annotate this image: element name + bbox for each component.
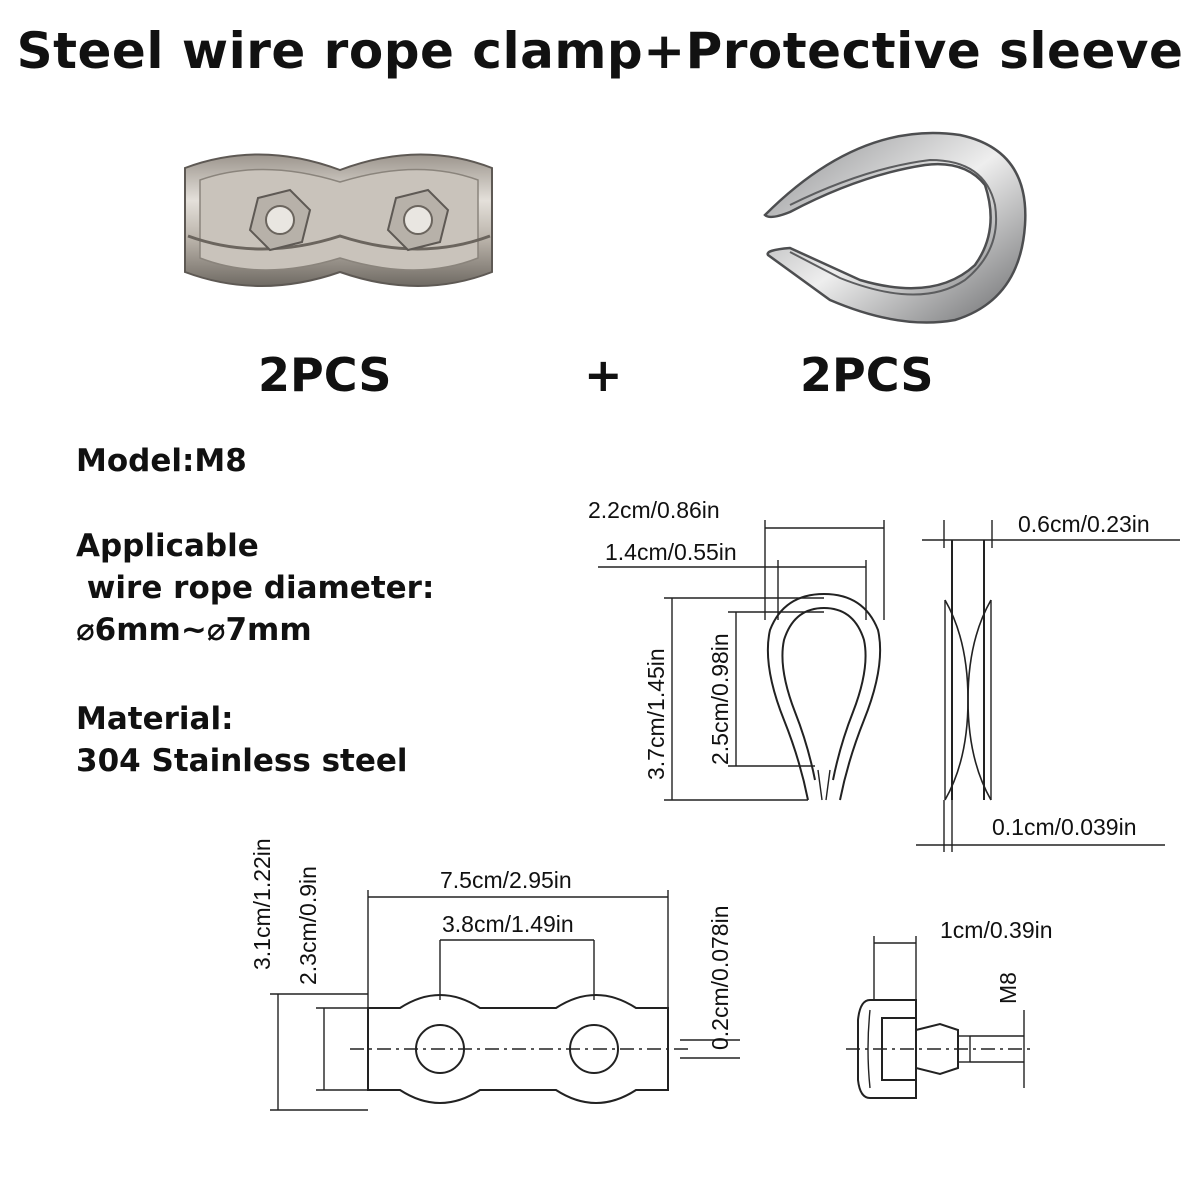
thimble-dimension-lines	[598, 520, 1180, 852]
plus-sign: +	[584, 348, 623, 402]
clamp-photo	[184, 153, 493, 287]
dim-clamp-length: 7.5cm/2.95in	[440, 867, 572, 893]
dim-thimble-thickness: 0.6cm/0.23in	[1018, 511, 1150, 537]
model-spec: Model:M8	[76, 443, 247, 479]
sleeve-quantity: 2PCS	[800, 348, 934, 402]
dim-clamp-inner-height: 2.3cm/0.9in	[295, 866, 321, 985]
thimble-side-drawing	[944, 540, 992, 801]
dim-thimble-height: 3.7cm/1.45in	[643, 648, 669, 780]
dim-clamp-plate: 0.2cm/0.078in	[707, 906, 733, 1050]
material-spec-line2: 304 Stainless steel	[76, 743, 408, 779]
thimble-photo	[763, 131, 1027, 324]
diameter-spec-line3: ⌀6mm~⌀7mm	[76, 612, 312, 648]
dim-thimble-inner-height: 2.5cm/0.98in	[707, 633, 733, 765]
material-spec-line1: Material:	[76, 701, 234, 737]
diameter-spec-line1: Applicable	[76, 528, 259, 564]
thimble-front-drawing	[766, 592, 882, 801]
clamp-side-drawing	[846, 936, 1030, 1099]
clamp-quantity: 2PCS	[258, 348, 392, 402]
diameter-spec-line2: wire rope diameter:	[76, 570, 435, 606]
dim-bolt-size: M8	[995, 972, 1021, 1004]
dim-thimble-wall: 0.1cm/0.039in	[992, 814, 1136, 840]
clamp-dimension-lines	[270, 890, 740, 1111]
clamp-front-drawing	[350, 940, 690, 1104]
page-title: Steel wire rope clamp+Protective sleeve	[16, 22, 1184, 80]
dim-clamp-hole-spacing: 3.8cm/1.49in	[442, 911, 574, 937]
dim-thimble-width: 2.2cm/0.86in	[588, 497, 720, 523]
dim-thimble-inner-width: 1.4cm/0.55in	[605, 539, 737, 565]
dim-clamp-side-width: 1cm/0.39in	[940, 917, 1053, 943]
dim-clamp-height: 3.1cm/1.22in	[249, 838, 275, 970]
